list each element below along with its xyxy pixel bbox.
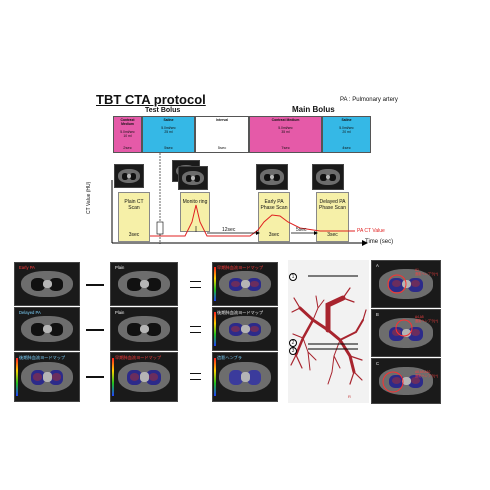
pulmonary-artery-tree-icon <box>290 275 367 385</box>
segment-rate: 5.0ml/sec <box>278 125 293 130</box>
scan-label: Delayed PA Phase Scan <box>319 199 346 211</box>
pa-ct-value-curve <box>150 204 355 237</box>
monitoring-ct-thumbnail <box>178 166 208 190</box>
delayed-iodine-map-image-2: 後期肺血流ヨードマップ <box>14 352 80 402</box>
gap-arrow-icon <box>314 231 318 235</box>
segment-duration: 7sec <box>281 145 290 151</box>
early-pa-ct-thumbnail <box>256 164 288 190</box>
segment-name: Interval <box>215 118 229 122</box>
pa-abbreviation-note: PA : Pulmonary artery <box>340 97 398 103</box>
tree-side-letter: R <box>348 394 351 399</box>
segment-duration: 5sec <box>164 145 173 151</box>
scan-duration: 3sec <box>268 232 280 238</box>
image-label: 後期肺血流ヨードマップ <box>217 310 264 315</box>
pa-ct-value-label: PA CT Value <box>357 228 385 234</box>
segment-volume: 25 ml <box>164 129 173 134</box>
plain-ct-thumbnail <box>114 164 144 188</box>
plain-ct-scan-box: Plain CT Scan 3sec <box>118 192 150 242</box>
panel-letter: C <box>376 361 380 366</box>
scan-duration: 3sec <box>327 232 338 238</box>
image-label: 早期肺血流ヨードマップ <box>217 265 264 270</box>
gap-arrow-icon <box>256 231 260 235</box>
timeline-contrast-main: Contrast Medium 5.0ml/sec 35 ml 7sec <box>249 116 322 153</box>
gap-12sec-label: 12sec <box>222 227 236 233</box>
delayed-pa-image: Delayed PA <box>14 307 80 351</box>
segment-duration: 4sec <box>342 145 351 151</box>
timeline-saline-test: Saline 5.0ml/sec 25 ml 5sec <box>142 116 195 153</box>
segment-rate: 5.0ml/sec <box>339 125 354 130</box>
timeline-saline-main: Saline 5.0ml/sec 20 ml 4sec <box>322 116 371 153</box>
segment-volume: 20 ml <box>342 129 351 134</box>
delayed-pa-ct-thumbnail <box>312 164 344 190</box>
image-label: Plain <box>115 265 125 270</box>
segment-rate: 5.0ml/sec <box>120 129 135 134</box>
equals-sign <box>190 373 201 380</box>
scan-label: Monito ring <box>182 199 208 205</box>
panel-letter: A <box>376 263 379 268</box>
early-pa-scan-box: Early PA Phase Scan 3sec <box>258 192 290 242</box>
segment-name: Contrast Medium <box>120 118 135 126</box>
image-label: 後期肺血流ヨードマップ <box>19 355 66 360</box>
panel-letter: B <box>376 312 379 317</box>
syringe-icon <box>156 221 164 235</box>
level-marker: 2 <box>289 339 297 347</box>
test-bolus-label: Test Bolus <box>145 107 181 114</box>
x-axis-label: Time (sec) <box>365 239 394 245</box>
image-label: 造影ヘンブラ <box>217 355 242 360</box>
gap-5sec-label: 5sec <box>296 227 307 233</box>
timeline-interval: Interval 5sec <box>195 116 249 153</box>
scan-duration: 3sec <box>128 232 140 238</box>
scan-label: Plain CT Scan <box>124 199 144 211</box>
minus-sign <box>86 284 104 286</box>
segment-name: Saline <box>341 118 352 122</box>
early-iodine-map-image: 早期肺血流ヨードマップ <box>212 262 278 306</box>
minus-sign <box>86 329 104 331</box>
y-axis-label: CT Value (HU) <box>86 181 92 214</box>
scan-label: Early PA Phase Scan <box>260 199 288 211</box>
early-pa-image: Early PA <box>14 262 80 306</box>
plain-image-2: Plain <box>110 307 178 351</box>
x-axis-arrow-icon <box>362 240 368 246</box>
pulmonary-artery-tree-panel: 1 2 3 R <box>288 260 369 403</box>
plain-image: Plain <box>110 262 178 306</box>
image-label: 早期肺血流ヨードマップ <box>115 355 162 360</box>
equals-sign <box>190 281 201 288</box>
equals-sign <box>190 326 201 333</box>
image-label: Delayed PA <box>19 310 41 315</box>
segment-name: Contrast Medium <box>271 118 300 122</box>
image-label: Early PA <box>19 265 35 270</box>
delayed-pa-scan-box: Delayed PA Phase Scan 3sec <box>316 192 349 242</box>
timeline-contrast-test: Contrast Medium 5.0ml/sec 10 ml 2sec <box>113 116 142 153</box>
segment-rate: 5.0ml/sec <box>161 125 176 130</box>
image-label: Plain <box>115 310 125 315</box>
lesion-circles <box>382 274 413 393</box>
monitoring-scan-box: Monito ring <box>180 192 210 232</box>
contrast-penumbra-image: 造影ヘンブラ <box>212 352 278 402</box>
delayed-iodine-map-image: 後期肺血流ヨードマップ <box>212 307 278 351</box>
segment-duration: 5sec <box>217 145 227 151</box>
page-title: TBT CTA protocol <box>96 92 206 107</box>
segment-volume: 35 ml <box>281 129 290 134</box>
segment-name: Saline <box>163 118 174 122</box>
minus-sign <box>86 376 104 378</box>
segment-duration: 2sec <box>123 145 132 151</box>
early-iodine-map-image-2: 早期肺血流ヨードマップ <box>110 352 178 402</box>
level-marker: 1 <box>289 273 297 281</box>
segment-volume: 10 ml <box>123 133 132 138</box>
main-bolus-label: Main Bolus <box>292 105 335 114</box>
level-marker: 3 <box>289 347 297 355</box>
